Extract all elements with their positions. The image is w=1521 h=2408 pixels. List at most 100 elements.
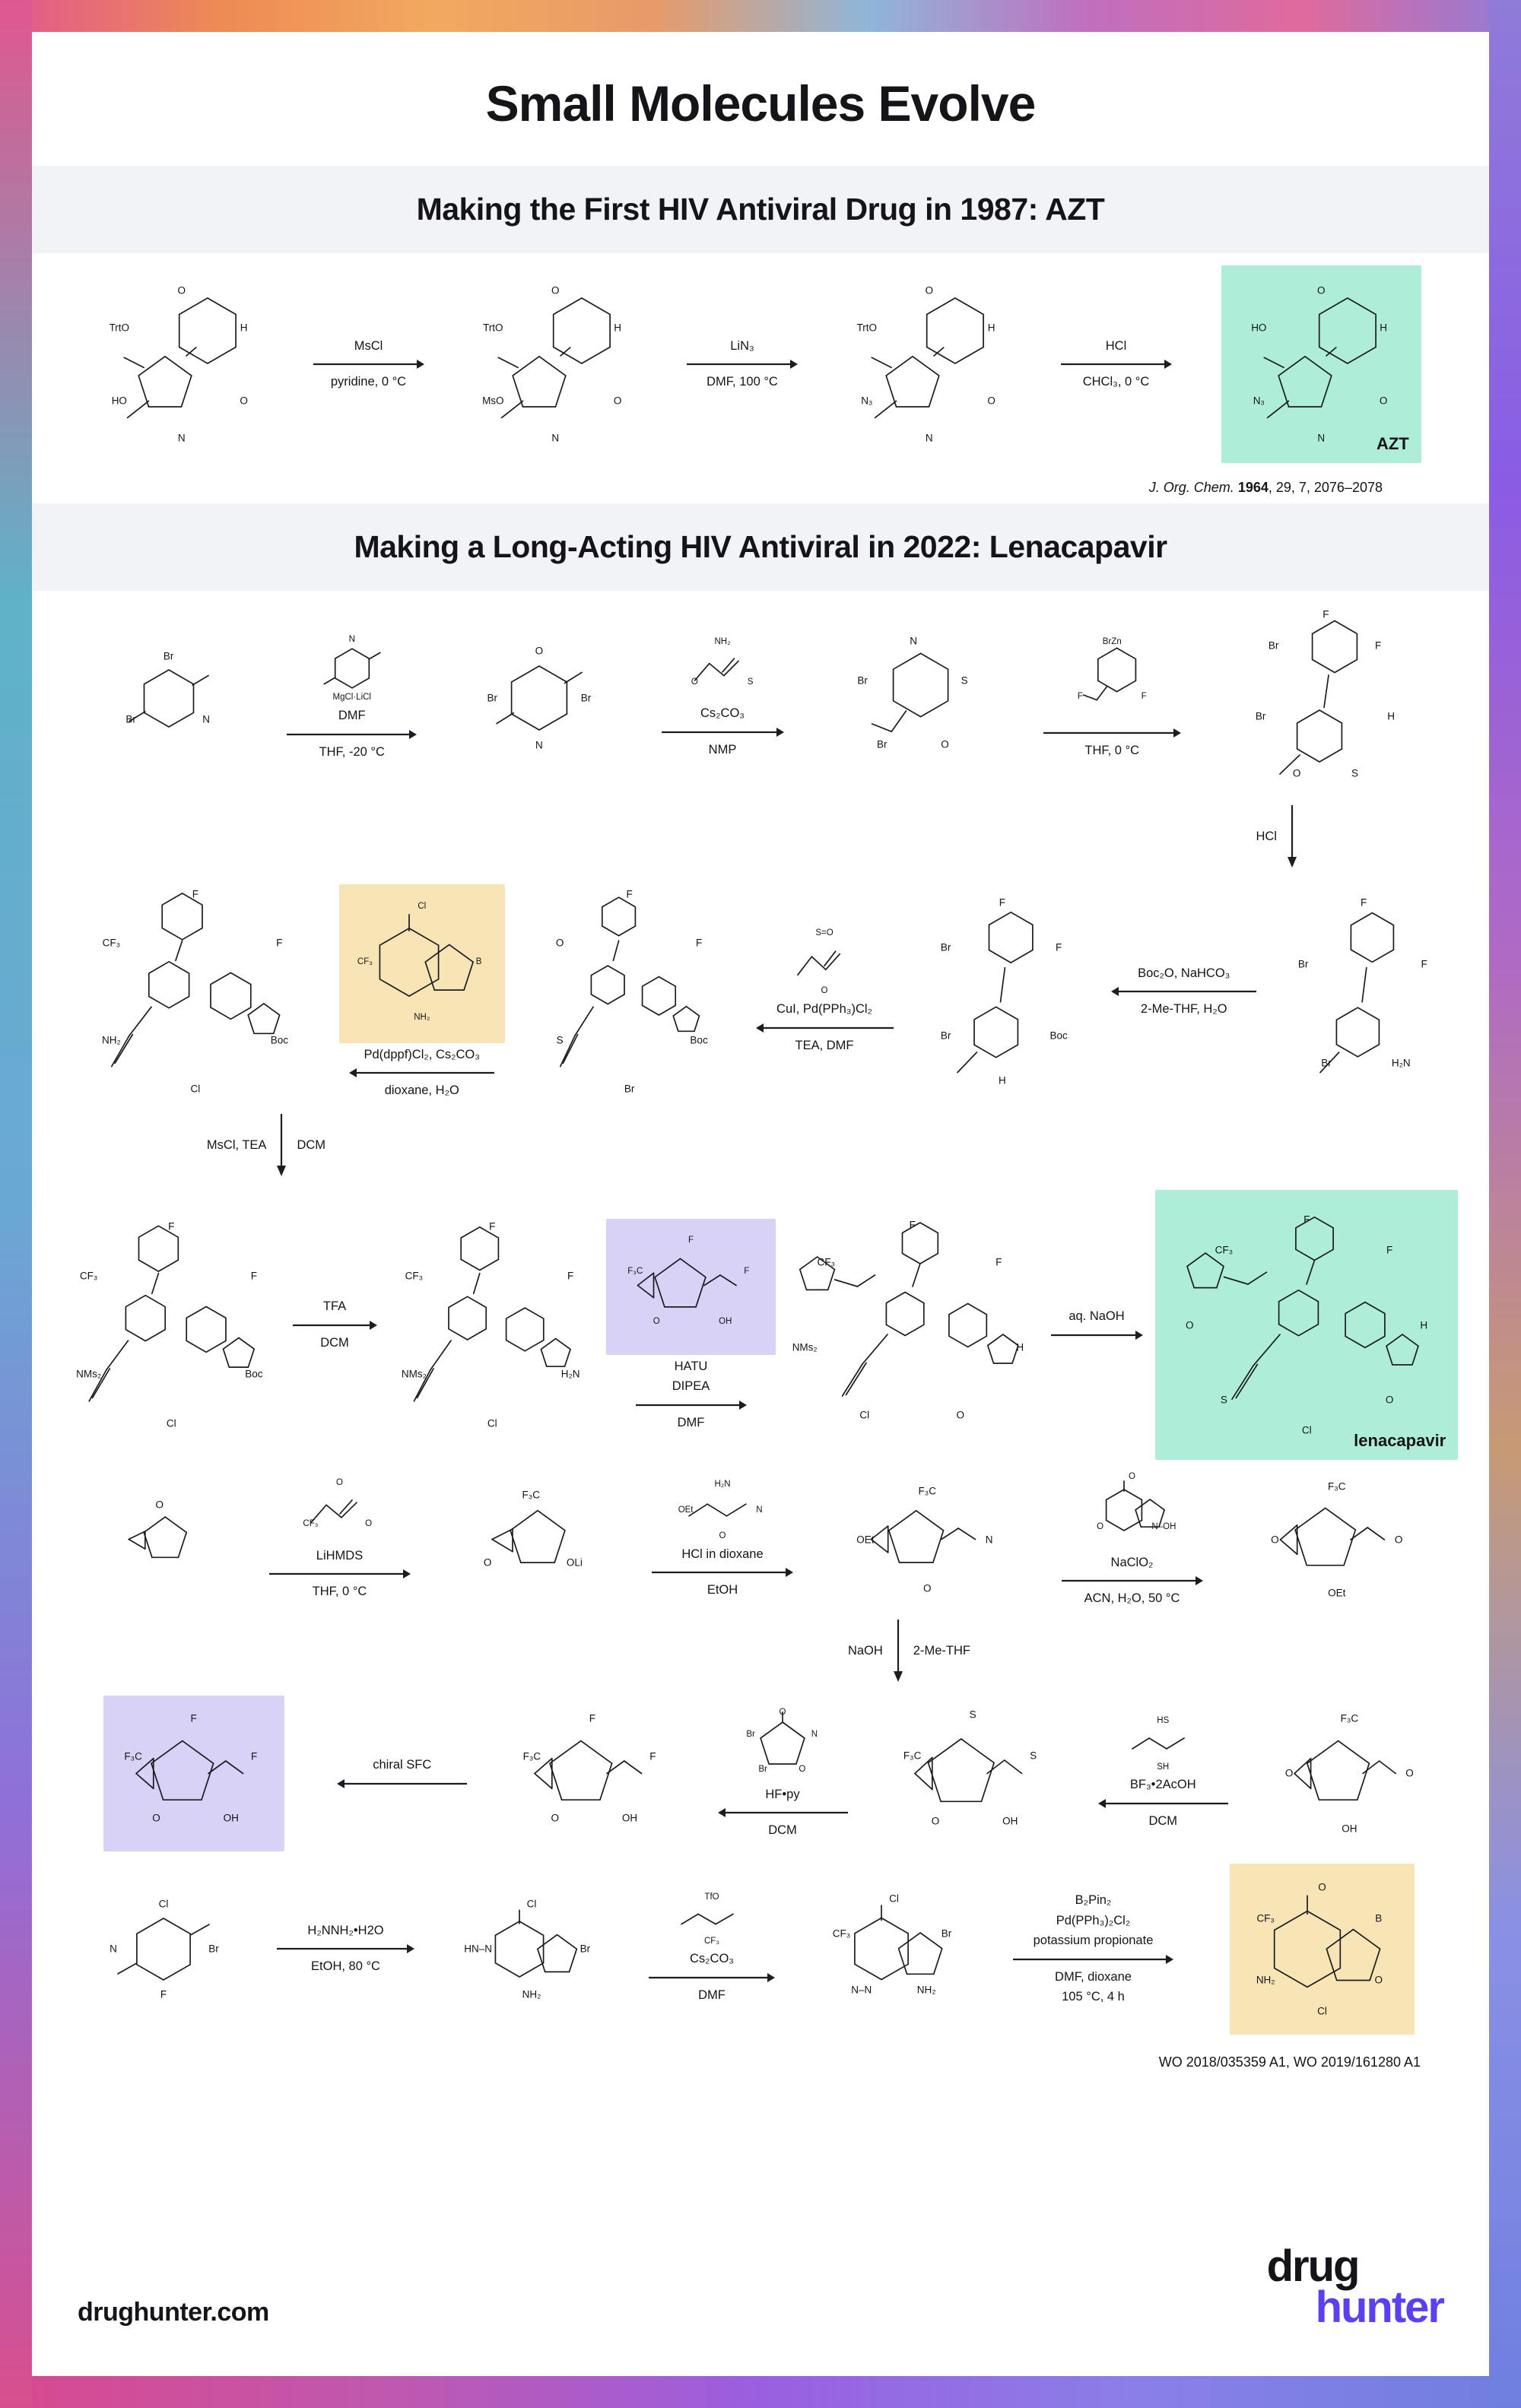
- atom-label: O: [177, 284, 186, 297]
- atom-label: NH₂: [414, 1012, 430, 1022]
- condition-text: THF, -20 °C: [319, 744, 385, 759]
- atom-label: Br: [208, 1943, 219, 1955]
- condition-text: 105 °C, 4 h: [1062, 1990, 1125, 2004]
- patent-citation: WO 2018/035359 A1, WO 2019/161280 A1: [1158, 2054, 1421, 2070]
- arrow-shaft: [754, 1022, 895, 1034]
- atom-label: Br: [857, 674, 868, 687]
- atom-label: NH₂: [916, 1984, 936, 1996]
- atom-label: Br: [1297, 958, 1309, 970]
- atom-label: O: [1405, 1767, 1414, 1779]
- drughunter-logo: drug hunter: [1267, 2245, 1445, 2330]
- condition-text: DMF, dioxane: [1055, 1969, 1132, 1984]
- atom-label: F: [1056, 941, 1062, 953]
- atom-label: O: [551, 284, 560, 297]
- atom-label: NH₂: [1256, 1974, 1275, 1986]
- atom-label: H: [1420, 1319, 1428, 1331]
- atom-label: O: [365, 1519, 373, 1529]
- arrow-shaft: [348, 1067, 496, 1079]
- arrow-shaft: [1110, 985, 1258, 998]
- atom-label: Cl: [190, 1083, 201, 1095]
- atom-label: N: [1317, 432, 1326, 444]
- atom-label: N₃: [1253, 395, 1265, 407]
- atom-label: O: [551, 1812, 559, 1824]
- atom-label: Cl: [418, 902, 427, 912]
- atom-label: CF₃: [832, 1927, 851, 1940]
- atom-label: Br: [940, 941, 951, 953]
- atom-label: O: [821, 985, 828, 995]
- atom-label: F₃C: [522, 1750, 541, 1762]
- arrow-shaft: [1049, 1329, 1145, 1341]
- atom-label: Boc: [245, 1368, 263, 1380]
- reagent-text: NaClO₂: [1110, 1556, 1154, 1569]
- reagent-text: MsCl: [354, 338, 383, 353]
- atom-label: H: [614, 322, 622, 334]
- atom-label: TrtO: [483, 322, 503, 334]
- reaction-arrow-right: MsCl pyridine, 0 °C: [312, 338, 426, 391]
- atom-label: OH: [621, 1812, 638, 1824]
- arrow-shaft: [285, 728, 418, 741]
- atom-label: O: [155, 1499, 164, 1511]
- atom-label: O: [1185, 1319, 1194, 1331]
- atom-label: Br: [746, 1729, 755, 1739]
- reagent-text: potassium propionate: [1033, 1934, 1154, 1948]
- arrow-shaft-down: [892, 1619, 904, 1683]
- atom-label: O: [1394, 1534, 1403, 1546]
- atom-label: N: [551, 432, 560, 444]
- citation-year: 1964: [1237, 480, 1269, 495]
- atom-label: SH: [1157, 1762, 1170, 1772]
- arrow-shaft: [647, 1972, 776, 1984]
- atom-label: O: [1284, 1767, 1294, 1779]
- atom-label: OH: [719, 1317, 732, 1327]
- atom-label: F: [250, 1270, 257, 1282]
- atom-label: S: [1220, 1394, 1227, 1405]
- condition-text: EtOH: [707, 1583, 738, 1597]
- reagent-text: DMF: [338, 709, 366, 723]
- atom-label: N₃: [861, 395, 873, 407]
- atom-label: H: [240, 322, 248, 334]
- atom-label: N: [535, 739, 543, 751]
- atom-label: NH₂: [714, 636, 731, 646]
- atom-label: H₂N: [560, 1368, 580, 1380]
- arrow-shaft: [685, 358, 799, 370]
- atom-label: F: [687, 1235, 694, 1245]
- atom-label: N–N: [851, 1984, 872, 1996]
- atom-label: N: [202, 713, 211, 725]
- reagent-text: chiral SFC: [373, 1758, 432, 1772]
- condition-text: pyridine, 0 °C: [330, 375, 407, 389]
- atom-label: O: [922, 1582, 932, 1594]
- azt-citation: J. Org. Chem. 1964, 29, 7, 2076–2078: [32, 475, 1489, 503]
- condition-text: DMF: [677, 1415, 705, 1429]
- condition-text: CHCl₃, 0 °C: [1082, 375, 1150, 389]
- reagent-text: HCl in dioxane: [681, 1547, 764, 1561]
- reagent-text: Cs₂CO₃: [700, 706, 745, 721]
- atom-label: Br: [758, 1765, 767, 1775]
- condition-text: THF, 0 °C: [312, 1585, 367, 1599]
- solvent-text: 2-Me-THF: [913, 1644, 970, 1658]
- structure-bicyclohexanone: O: [114, 1499, 205, 1579]
- atom-label: F: [1077, 692, 1083, 702]
- condition-text: DCM: [768, 1823, 797, 1838]
- atom-label: S: [969, 1708, 976, 1721]
- atom-label: CF₃: [303, 1519, 319, 1529]
- atom-label: O: [799, 1765, 806, 1775]
- atom-label: F₃C: [627, 1266, 643, 1276]
- gradient-border-left: [0, 0, 32, 2408]
- arrow-shaft: [634, 1399, 748, 1411]
